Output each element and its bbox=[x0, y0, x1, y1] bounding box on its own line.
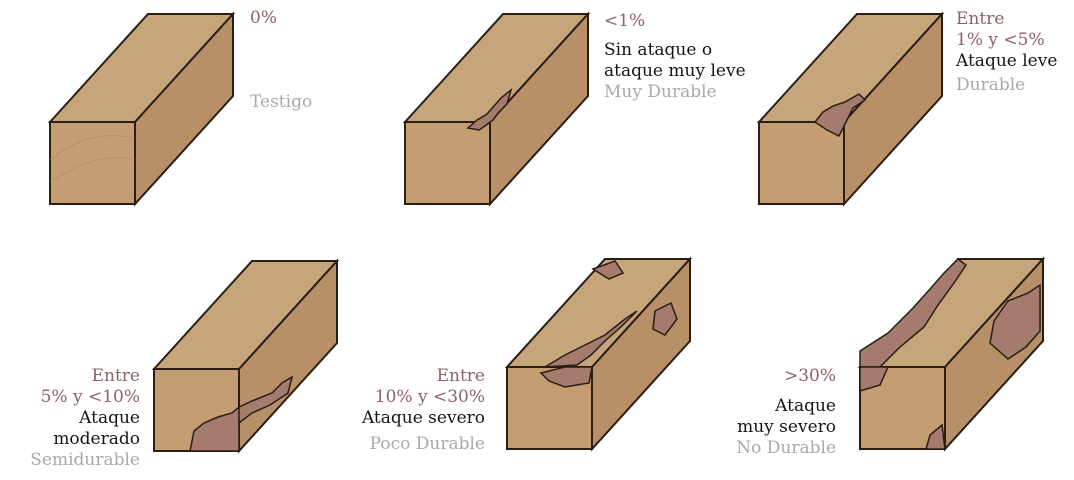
decay-patch-top bbox=[544, 310, 638, 368]
percentage-label: <1% bbox=[604, 11, 646, 31]
wood-block-testigo bbox=[47, 11, 236, 207]
attack-description-line2: muy severo bbox=[737, 417, 836, 437]
decay-patch-side bbox=[238, 375, 294, 425]
percentage-label-line2: 10% y <30% bbox=[374, 387, 485, 407]
percentage-label-line1: Entre bbox=[436, 366, 485, 386]
durability-class-label: Durable bbox=[956, 75, 1026, 95]
decay-patch bbox=[813, 93, 867, 138]
durability-class-label: Muy Durable bbox=[604, 82, 717, 102]
decay-patch-corner bbox=[925, 423, 946, 450]
wood-block-muy-durable bbox=[402, 11, 591, 207]
decay-patch bbox=[189, 405, 240, 452]
attack-description-line1: Ataque bbox=[775, 396, 836, 416]
percentage-label-line1: Entre bbox=[956, 9, 1005, 29]
block-end-face bbox=[404, 121, 491, 205]
decay-patch-side bbox=[989, 283, 1041, 360]
percentage-label: 0% bbox=[250, 8, 277, 28]
percentage-label-line2: 1% y <5% bbox=[956, 30, 1045, 50]
attack-description-line2: ataque muy leve bbox=[604, 61, 746, 81]
attack-description-line1: Ataque severo bbox=[361, 408, 485, 428]
label-group-testigo: 0% Testigo bbox=[250, 8, 312, 113]
decay-patch-corner bbox=[591, 260, 625, 280]
block-end-face bbox=[758, 121, 845, 205]
label-group-poco-durable: Entre 10% y <30% Ataque severo Poco Dura… bbox=[362, 366, 485, 455]
wood-block-no-durable bbox=[857, 256, 1046, 452]
percentage-label-line2: 5% y <10% bbox=[40, 387, 140, 407]
label-group-muy-durable: <1% Sin ataque o ataque muy leve Muy Dur… bbox=[604, 11, 746, 103]
attack-description-line1: Ataque leve bbox=[956, 51, 1058, 71]
durability-class-label: Semidurable bbox=[30, 450, 140, 470]
durability-class-label: No Durable bbox=[736, 438, 836, 458]
attack-description-line2: moderado bbox=[53, 429, 140, 449]
attack-description-line1: Sin ataque o bbox=[604, 40, 713, 60]
percentage-label-line1: Entre bbox=[91, 366, 140, 386]
label-group-durable: Entre 1% y <5% Ataque leve Durable bbox=[956, 9, 1057, 96]
attack-description-line1: Ataque bbox=[79, 408, 140, 428]
decay-patch-front bbox=[539, 366, 593, 388]
block-end-face bbox=[49, 121, 136, 205]
percentage-label: >30% bbox=[783, 366, 836, 386]
wood-block-semidurable bbox=[151, 258, 340, 454]
decay-patch-front bbox=[859, 366, 890, 393]
wood-block-durable bbox=[756, 11, 945, 207]
decay-patch-top bbox=[859, 258, 968, 368]
label-group-semidurable: Entre 5% y <10% Ataque moderado Semidura… bbox=[30, 366, 140, 471]
label-group-no-durable: >30% Ataque muy severo No Durable bbox=[736, 366, 836, 459]
durability-class-label: Testigo bbox=[250, 92, 313, 112]
wood-block-poco-durable bbox=[504, 256, 693, 452]
decay-patch-side bbox=[652, 301, 678, 336]
durability-class-label: Poco Durable bbox=[369, 434, 485, 454]
decay-patch bbox=[466, 87, 513, 131]
